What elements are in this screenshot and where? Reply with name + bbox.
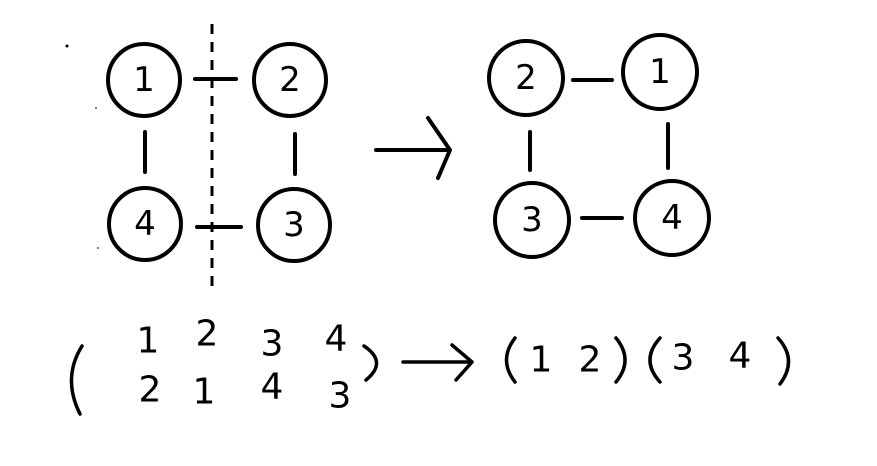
- cycle-1-2: 1 2: [504, 336, 627, 384]
- cycle-3-4: 3 4: [648, 336, 791, 386]
- perm-bottom-1: 2: [139, 370, 162, 411]
- node-label: 3: [283, 205, 305, 245]
- perm-top-1: 1: [137, 321, 160, 362]
- node-label: 4: [134, 204, 156, 244]
- node-4: 4: [107, 186, 183, 262]
- node-1: 1: [621, 33, 699, 111]
- perm-top-3: 3: [261, 324, 284, 365]
- perm-bottom-3: 4: [261, 367, 284, 408]
- cycle-arrow: [401, 343, 474, 382]
- node-3: 3: [256, 187, 332, 263]
- perm-bottom-2: 1: [193, 372, 216, 413]
- cycle-notation: 1 2 3 4: [504, 336, 791, 386]
- node-label: 2: [515, 58, 537, 98]
- node-2: 2: [252, 42, 328, 118]
- cycle1-elem-2: 2: [579, 340, 602, 381]
- graph-after: 2 1 3 4: [487, 33, 711, 259]
- permutation-two-line: 1 2 3 4 2 1 4 3: [69, 314, 379, 417]
- right-parenthesis: [362, 344, 379, 382]
- transform-arrow: [374, 116, 452, 180]
- node-4: 4: [633, 179, 711, 257]
- stray-dot: [97, 247, 99, 249]
- cycle2-elem-2: 4: [729, 336, 752, 377]
- node-label: 3: [521, 200, 543, 240]
- graph-before: 1 2 3 4: [106, 24, 332, 292]
- node-1: 1: [106, 42, 182, 118]
- cycle2-elem-1: 3: [672, 338, 695, 379]
- node-label: 2: [279, 60, 301, 100]
- stray-dot: [95, 107, 97, 109]
- node-label: 4: [661, 198, 683, 238]
- stray-dot: [65, 44, 69, 48]
- node-label: 1: [649, 52, 671, 92]
- perm-bottom-4: 3: [329, 376, 352, 417]
- node-2: 2: [487, 39, 565, 117]
- node-3: 3: [493, 181, 571, 259]
- perm-top-4: 4: [325, 319, 348, 360]
- node-label: 1: [133, 60, 155, 100]
- perm-top-2: 2: [196, 314, 219, 355]
- cycle1-elem-1: 1: [530, 340, 553, 381]
- left-parenthesis: [69, 344, 84, 416]
